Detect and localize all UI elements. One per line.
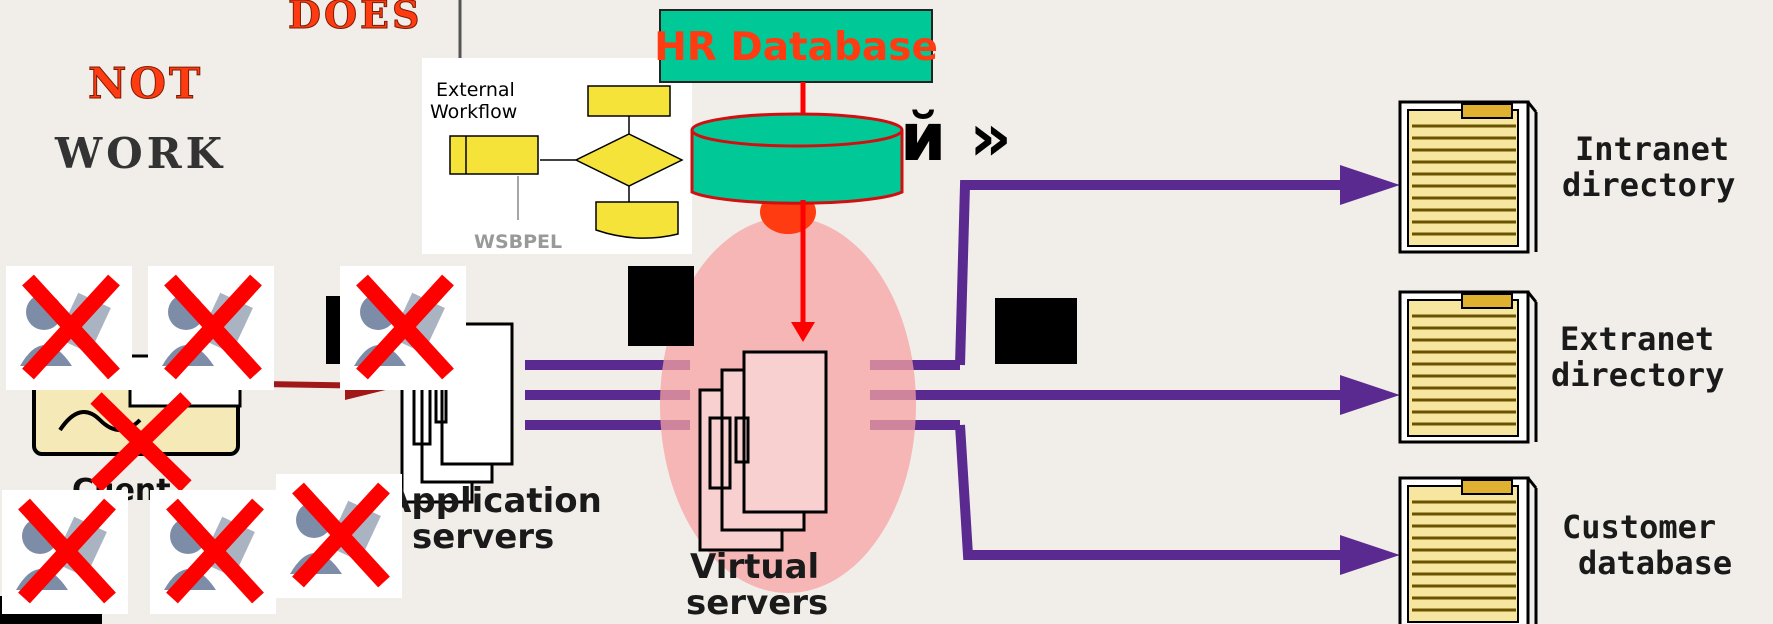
headline-work: WORK: [54, 129, 226, 178]
customer-label-line2: database: [1578, 544, 1732, 582]
customer-label-line1: Customer: [1562, 508, 1716, 546]
server-rack-icon: [698, 350, 828, 552]
extranet-label-line2: directory: [1551, 356, 1724, 394]
crossed-user-icon: [2, 490, 128, 614]
workflow-footer: WSBPEL: [474, 231, 562, 253]
crossed-user-icon: [6, 266, 132, 390]
hr-database: HR Database: [654, 9, 938, 342]
virtual-servers-label-line1: Virtual: [690, 547, 819, 587]
app-servers-label-line2: servers: [412, 517, 554, 557]
crossed-user-icon: [340, 266, 466, 390]
app-servers-label-line1: Application: [385, 481, 602, 521]
headline-not: NOT: [88, 59, 203, 108]
crossed-user-icon: [90, 392, 192, 492]
intranet-storage-icon: [1398, 100, 1538, 254]
extranet-storage-icon: [1398, 290, 1538, 444]
workflow-title-line2: Workflow: [430, 101, 517, 123]
intranet-label-line1: Intranet: [1575, 130, 1729, 168]
external-workflow-inset: External Workflow WSBPEL: [422, 58, 692, 254]
virtual-servers-label-line2: servers: [686, 583, 828, 623]
redaction-block: [628, 266, 694, 346]
crossed-user-icon: [150, 490, 276, 614]
headline-does: DOES: [288, 0, 422, 37]
extranet-label-line1: Extranet: [1560, 320, 1714, 358]
hr-database-label: HR Database: [654, 25, 938, 70]
title-fragment: й »: [900, 99, 1012, 176]
workflow-title-line1: External: [436, 79, 515, 101]
intranet-label-line2: directory: [1562, 166, 1735, 204]
crossed-user-icon: [276, 474, 402, 598]
crossed-user-icon: [148, 266, 274, 390]
redaction-block: [995, 298, 1077, 364]
customer-storage-icon: [1398, 476, 1538, 624]
